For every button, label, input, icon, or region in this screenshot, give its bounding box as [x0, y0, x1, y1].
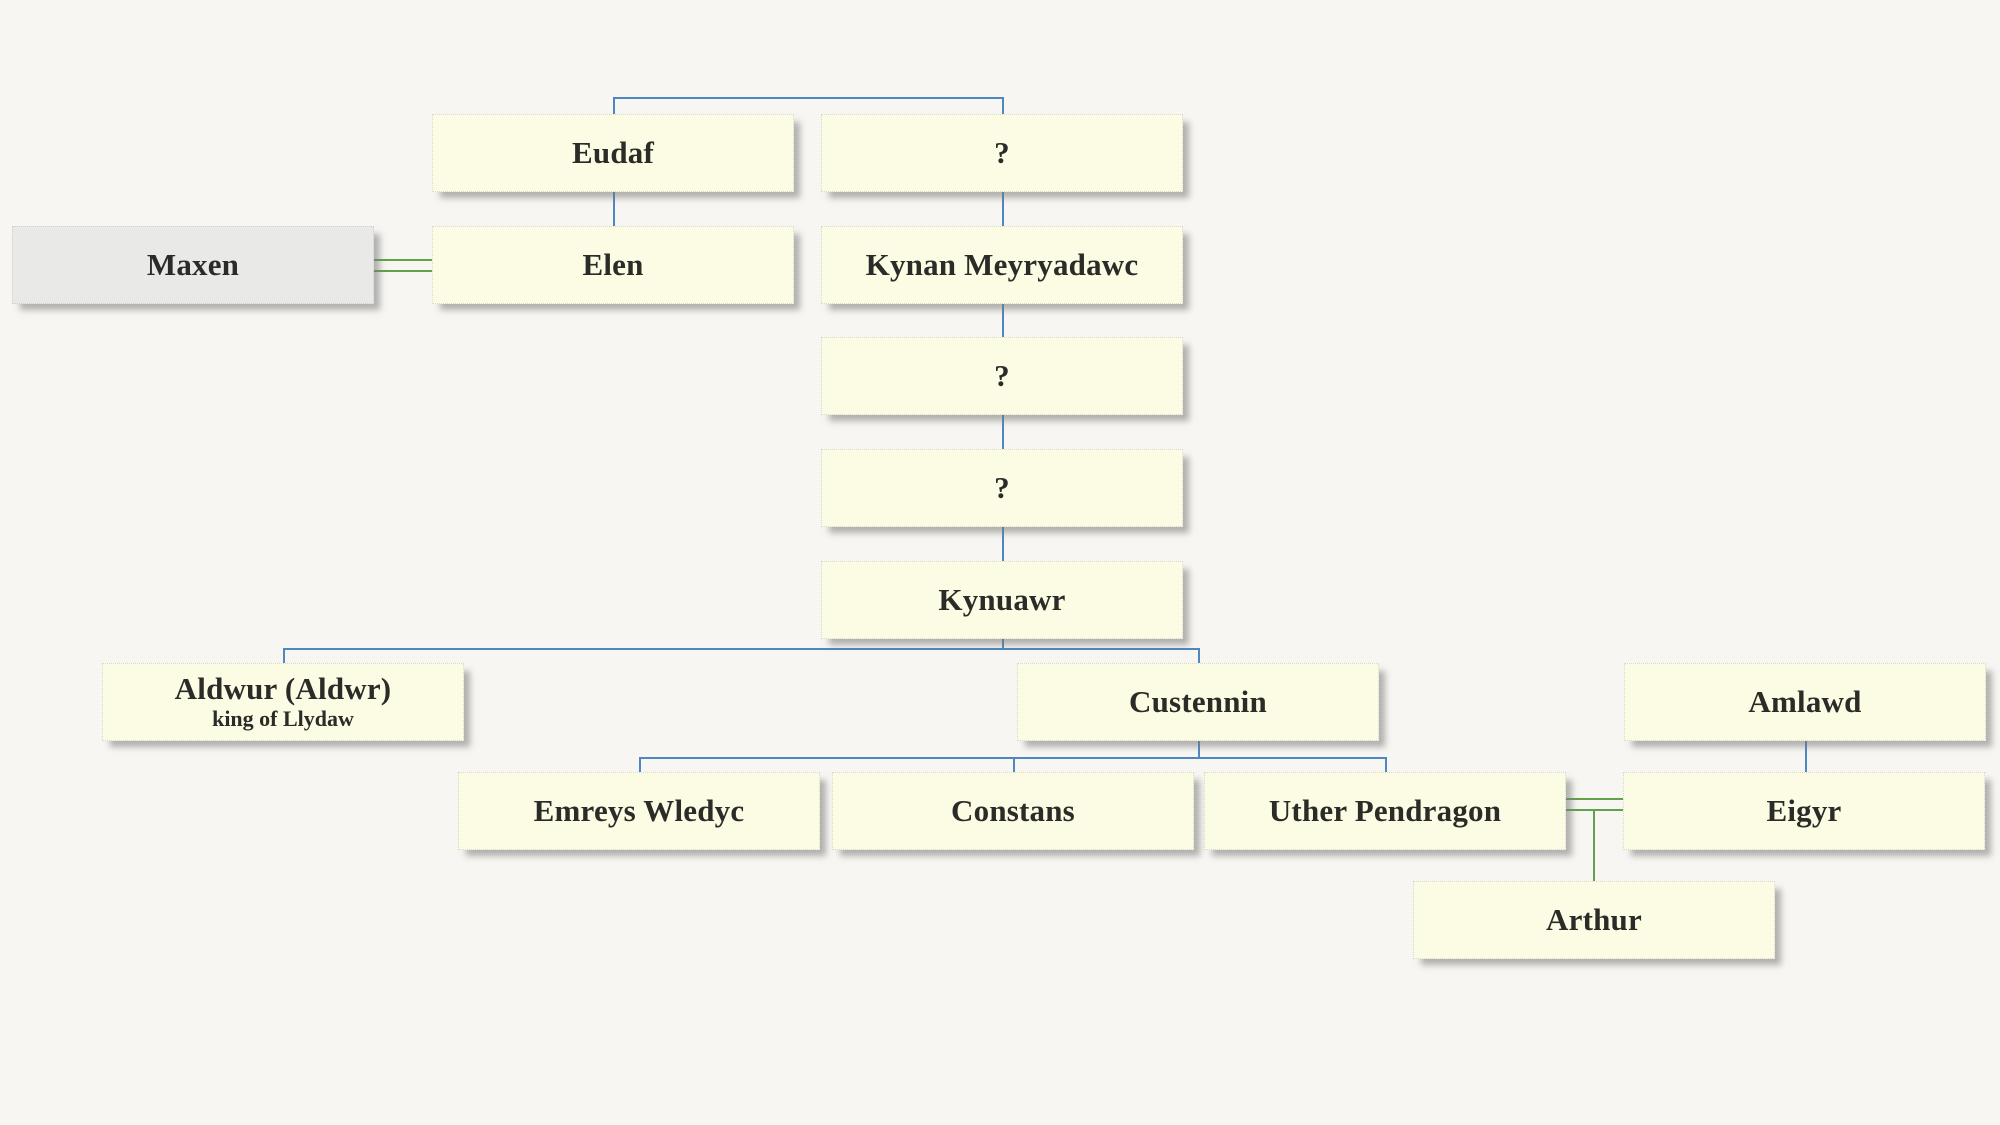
- descent-connector-line: [1198, 648, 1200, 663]
- person-name-label: ?: [994, 469, 1010, 505]
- descent-connector-line: [1002, 639, 1004, 649]
- person-name-label: Elen: [582, 246, 644, 282]
- descent-connector-line: [613, 97, 1004, 99]
- descent-connector-line: [639, 757, 641, 772]
- marriage-connector-line: [374, 270, 432, 272]
- person-node-arthur[interactable]: Arthur: [1413, 881, 1775, 959]
- descent-connector-line: [1002, 97, 1004, 115]
- person-name-label: ?: [994, 357, 1010, 393]
- person-node-aldwur[interactable]: Aldwur (Aldwr)king of Llydaw: [102, 663, 464, 741]
- marriage-connector-line: [1593, 809, 1595, 881]
- marriage-connector-line: [1566, 798, 1623, 800]
- person-name-label: Kynan Meyryadawc: [865, 246, 1139, 282]
- person-node-elen[interactable]: Elen: [432, 226, 794, 304]
- person-node-emreys-wledyc[interactable]: Emreys Wledyc: [458, 772, 820, 850]
- person-node-unknown-1[interactable]: ?: [821, 114, 1183, 192]
- person-name-label: Amlawd: [1748, 683, 1862, 719]
- descent-connector-line: [1198, 741, 1200, 758]
- person-name-label: Maxen: [146, 246, 240, 282]
- person-name-label: Eigyr: [1766, 792, 1842, 828]
- descent-connector-line: [613, 192, 615, 226]
- person-node-kynan-meyryadawc[interactable]: Kynan Meyryadawc: [821, 226, 1183, 304]
- descent-connector-line: [613, 97, 615, 115]
- person-node-eudaf[interactable]: Eudaf: [432, 114, 794, 192]
- person-node-constans[interactable]: Constans: [832, 772, 1194, 850]
- person-node-eigyr[interactable]: Eigyr: [1623, 772, 1985, 850]
- person-name-label: Kynuawr: [938, 581, 1066, 617]
- person-node-uther-pendragon[interactable]: Uther Pendragon: [1204, 772, 1566, 850]
- person-name-label: Emreys Wledyc: [533, 792, 745, 828]
- person-node-maxen[interactable]: Maxen: [12, 226, 374, 304]
- person-name-label: Aldwur (Aldwr): [174, 671, 392, 707]
- person-name-label: Arthur: [1546, 901, 1642, 937]
- person-node-custennin[interactable]: Custennin: [1017, 663, 1379, 741]
- person-name-label: Uther Pendragon: [1268, 792, 1502, 828]
- descent-connector-line: [1002, 527, 1004, 561]
- person-name-label: Constans: [951, 792, 1075, 828]
- person-title-sublabel: king of Llydaw: [212, 706, 354, 732]
- person-node-unknown-3[interactable]: ?: [821, 449, 1183, 527]
- descent-connector-line: [283, 648, 1200, 650]
- marriage-connector-line: [374, 259, 432, 261]
- person-node-kynuawr[interactable]: Kynuawr: [821, 561, 1183, 639]
- person-node-unknown-2[interactable]: ?: [821, 337, 1183, 415]
- descent-connector-line: [1013, 757, 1015, 772]
- person-node-amlawd[interactable]: Amlawd: [1624, 663, 1986, 741]
- person-name-label: Custennin: [1129, 683, 1267, 719]
- descent-connector-line: [283, 648, 285, 663]
- descent-connector-line: [1002, 415, 1004, 449]
- descent-connector-line: [1002, 304, 1004, 337]
- descent-connector-line: [1385, 757, 1387, 772]
- person-name-label: ?: [994, 134, 1010, 170]
- descent-connector-line: [1805, 741, 1807, 772]
- descent-connector-line: [1002, 192, 1004, 226]
- person-name-label: Eudaf: [572, 134, 654, 170]
